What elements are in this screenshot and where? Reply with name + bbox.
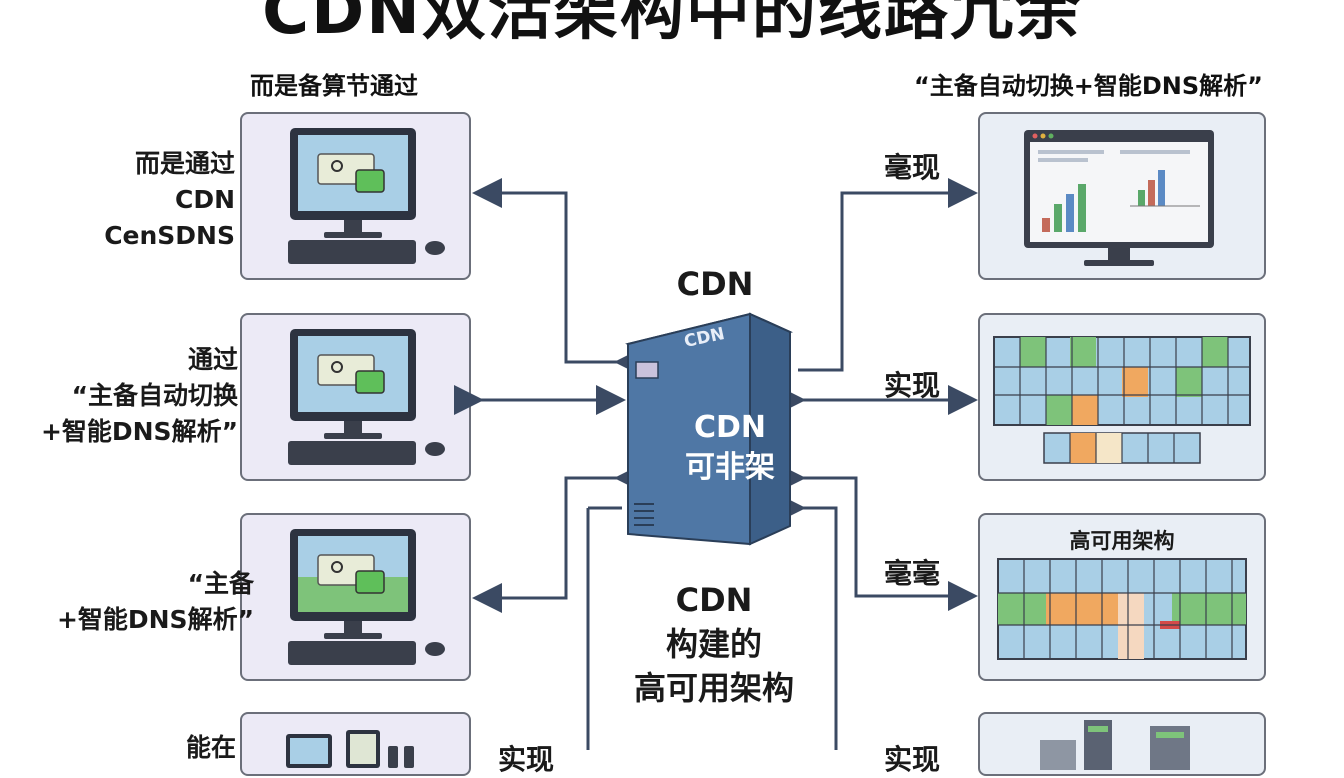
server-panel-2: [978, 313, 1266, 481]
client-panel-2: [240, 313, 471, 481]
right-header: “主备自动切换+智能DNS解析”: [914, 72, 1263, 100]
panel-title: 高可用架构: [1069, 529, 1175, 553]
center-top-label: CDN: [676, 265, 754, 303]
desktop-computer-icon: [288, 128, 445, 264]
grid-map-icon: [997, 558, 1247, 660]
connection-arrows: [454, 178, 978, 750]
arrow-l1: [472, 178, 644, 377]
cdn-server-icon: [625, 312, 793, 546]
left-label-3: “主备 +智能DNS解析”: [56, 569, 254, 634]
right-label-1: 毫现: [884, 151, 941, 184]
server-panel-1: [978, 112, 1266, 280]
left-header: 而是备算节通过: [250, 72, 418, 100]
desktop-computer-icon: [288, 529, 445, 665]
dashboard-monitor-icon: [1024, 130, 1214, 266]
grid-map-icon: [993, 336, 1251, 464]
arrow-r1: [798, 178, 978, 372]
line-r4: [776, 493, 838, 750]
client-panel-3: [240, 513, 471, 681]
server-panel-3: 高可用架构: [978, 513, 1266, 681]
server-text-1: CDN: [693, 410, 767, 445]
left-label-1: 而是通过 CDN CenSDNS: [104, 149, 235, 250]
client-panel-1: [240, 112, 471, 280]
arrow-l3: [472, 463, 644, 613]
page-title: CDN双活架构中的线路冗余: [262, 0, 1082, 49]
center-bottom-label: CDN 构建的 高可用架构: [633, 581, 794, 707]
left-label-2: 通过 “主备自动切换 +智能DNS解析”: [40, 345, 238, 446]
desktop-computer-icon: [288, 329, 445, 465]
server-text-2: 可非架: [685, 450, 775, 485]
arrow-r3: [776, 463, 978, 611]
